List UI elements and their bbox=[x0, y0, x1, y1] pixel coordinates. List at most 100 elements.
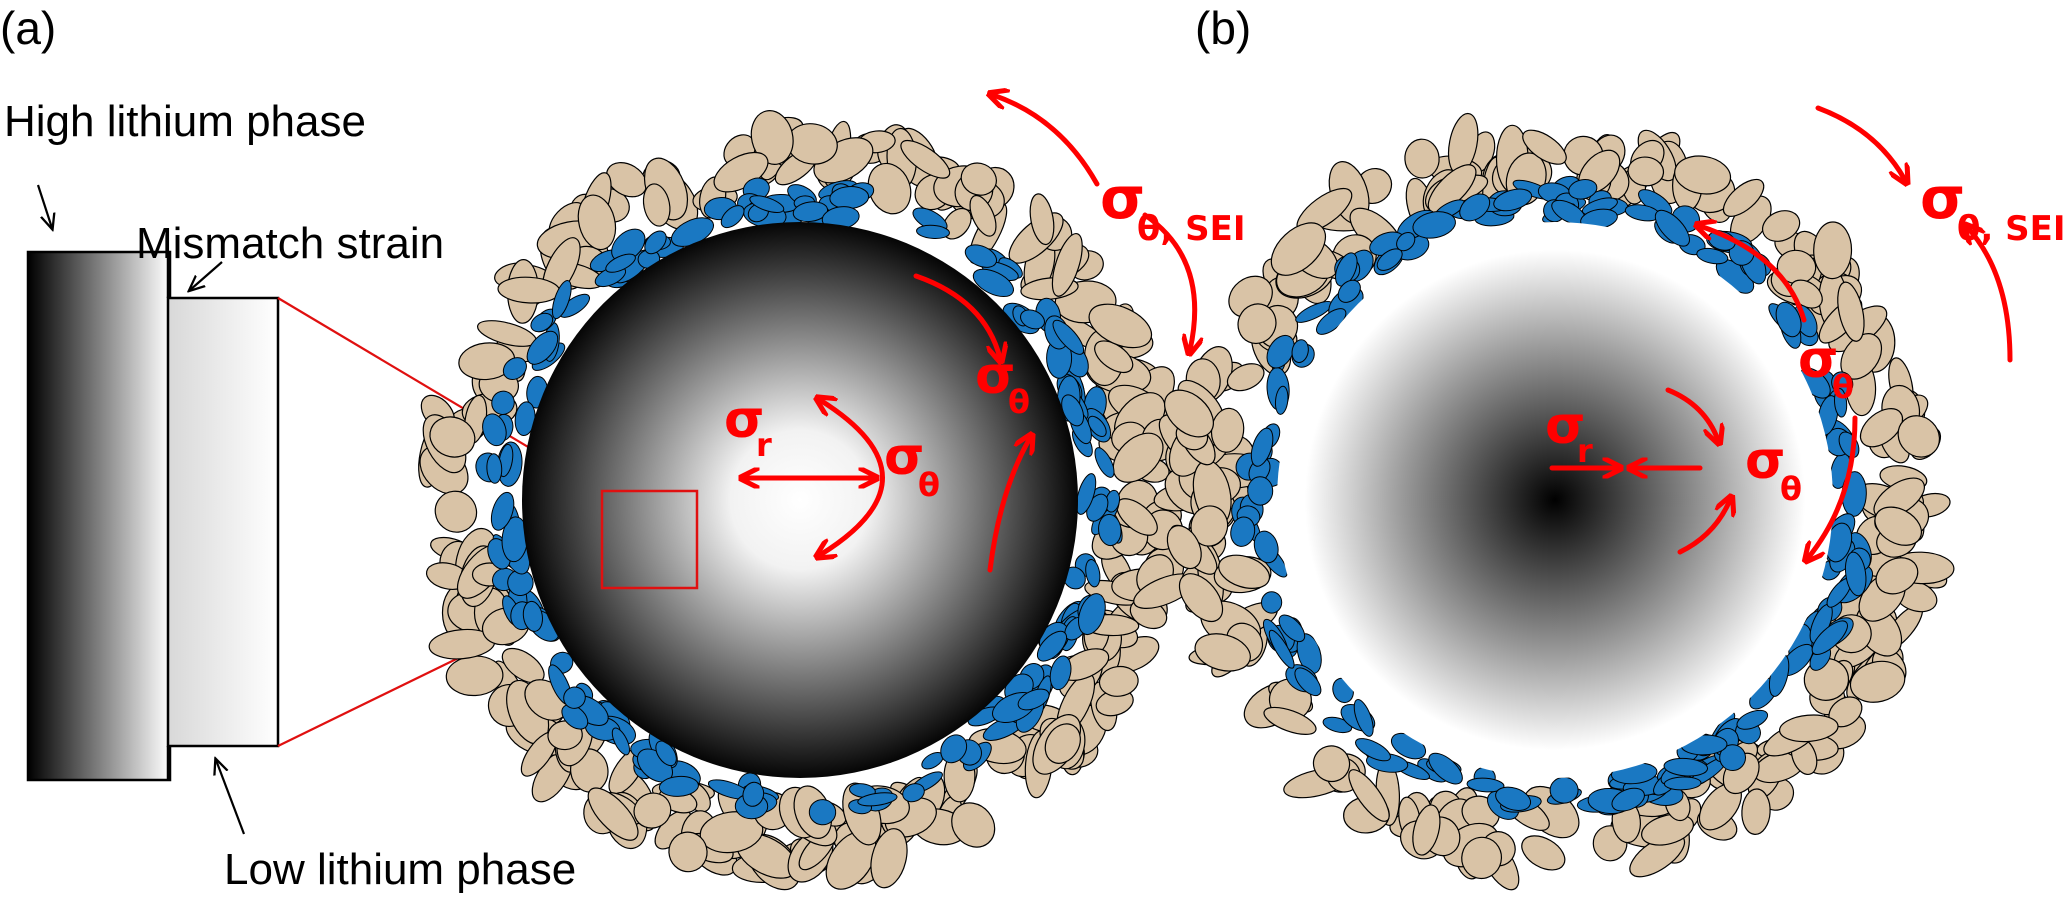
sigma-theta-label-b-surface: σ θ bbox=[1798, 330, 1854, 406]
sei-hoop-arrow-a-lower bbox=[1142, 212, 1195, 350]
hoop-arrow-b-upper bbox=[1665, 387, 1718, 440]
sei-outer-grain bbox=[960, 162, 997, 196]
sei-hoop-arrow-a-upper bbox=[993, 95, 1100, 187]
sei-inner-grain bbox=[1094, 447, 1115, 478]
sei-inner-grain bbox=[551, 280, 572, 320]
sei-inner-grain bbox=[1412, 211, 1456, 239]
sei-inner-grain bbox=[482, 413, 507, 447]
sei-inner-grain bbox=[1036, 630, 1068, 662]
sei-inner-grain bbox=[522, 600, 543, 632]
sei-inner-grain bbox=[1017, 688, 1050, 711]
sei-inner-grain bbox=[655, 740, 677, 767]
sei-inner-grain bbox=[1459, 193, 1491, 222]
sei-outer-grain bbox=[1762, 210, 1801, 242]
sei-outer-grain bbox=[1270, 222, 1327, 276]
sei-outer-grain bbox=[1029, 193, 1055, 246]
svg-text:σ: σ bbox=[1545, 396, 1586, 456]
sei-inner-grain bbox=[720, 205, 745, 229]
sei-outer-grain bbox=[1166, 525, 1202, 570]
sei-outer-grain bbox=[1641, 813, 1694, 846]
sei-inner-grain bbox=[940, 734, 968, 764]
sei-outer-grain bbox=[429, 416, 476, 458]
sei-outer-grain bbox=[1412, 804, 1441, 856]
sei-outer-grain bbox=[1522, 129, 1567, 165]
particle-core-a bbox=[522, 222, 1078, 778]
svg-text:σ: σ bbox=[1100, 164, 1145, 232]
sei-inner-grain bbox=[1049, 655, 1072, 691]
sei-inner-grain bbox=[848, 783, 876, 798]
stress-arrows-a bbox=[745, 95, 1195, 573]
sei-outer-grain bbox=[900, 139, 951, 179]
sei-inner-grain bbox=[1075, 473, 1097, 515]
phase-slab bbox=[26, 250, 280, 782]
sei-inner-grain bbox=[1355, 738, 1391, 762]
hoop-arrow-a-inner bbox=[820, 400, 885, 555]
sei-outer-grain bbox=[1722, 178, 1765, 217]
sigma-theta-label-a-surface: σ θ bbox=[975, 346, 1030, 421]
svg-text:θ: θ bbox=[1832, 368, 1854, 406]
hoop-arrow-b-surface-lower bbox=[1808, 415, 1858, 558]
sei-inner-grain bbox=[1833, 388, 1848, 418]
sei-inner-grain bbox=[1268, 629, 1295, 669]
sei-outer-grain bbox=[1461, 836, 1503, 880]
sei-inner-grain bbox=[1736, 709, 1769, 730]
particle-core-b bbox=[1277, 222, 1833, 778]
svg-text:r: r bbox=[1577, 432, 1593, 470]
svg-text:σ: σ bbox=[1920, 164, 1965, 232]
sei-inner-grain bbox=[1549, 776, 1579, 804]
sei-inner-grain bbox=[1230, 516, 1256, 547]
sei-inner-grain bbox=[1396, 232, 1416, 252]
sei-inner-grain bbox=[742, 781, 765, 807]
sei-inner-grain bbox=[1663, 776, 1702, 791]
sei-outer-grain bbox=[633, 792, 672, 829]
svg-text:σ: σ bbox=[1798, 330, 1839, 390]
sei-outer-grain bbox=[1897, 415, 1941, 458]
sei-inner-grain bbox=[1085, 559, 1101, 588]
sei-inner-grain bbox=[1078, 593, 1106, 636]
high-lithium-label: High lithium phase bbox=[4, 97, 366, 146]
sei-inner-grain bbox=[491, 390, 515, 415]
sei-outer-grain bbox=[1859, 408, 1904, 448]
sei-inner-grain bbox=[1291, 339, 1309, 363]
sei-inner-grain bbox=[1654, 209, 1690, 247]
sigma-theta-sei-label-a: σ θ, SEI bbox=[1100, 164, 1245, 249]
panel-label-b: (b) bbox=[1195, 2, 1251, 54]
high-lithium-pointer bbox=[36, 184, 52, 228]
sei-inner-grain bbox=[1466, 777, 1505, 793]
sei-outer-grain bbox=[1627, 156, 1665, 187]
sei-outer-grain bbox=[587, 787, 639, 841]
sei-layer-a bbox=[418, 110, 1197, 891]
low-lithium-pointer bbox=[216, 760, 246, 835]
sei-outer-grain bbox=[951, 802, 996, 848]
sei-inner-grain bbox=[530, 312, 554, 333]
sei-inner-grain bbox=[1611, 787, 1645, 812]
sei-outer-grain bbox=[1098, 665, 1139, 697]
sei-outer-grain bbox=[1875, 557, 1919, 595]
sei-inner-grain bbox=[1052, 319, 1085, 355]
sei-outer-grain bbox=[1194, 633, 1251, 672]
sei-outer-grain bbox=[750, 110, 794, 165]
sei-inner-grain bbox=[490, 491, 515, 531]
sei-outer-grain bbox=[969, 194, 997, 237]
sei-inner-grain bbox=[1247, 476, 1274, 506]
sei-outer-grain bbox=[1088, 303, 1153, 349]
hoop-arrow-a-upper bbox=[913, 273, 1000, 358]
sei-hoop-arrow-b-lower bbox=[1968, 228, 2013, 363]
sei-outer-grain bbox=[1263, 706, 1317, 735]
sei-outer-grain bbox=[1237, 303, 1277, 345]
hoop-arrow-b-surface-upper bbox=[1700, 226, 1807, 323]
svg-text:r: r bbox=[756, 426, 772, 464]
sei-outer-grain bbox=[1051, 232, 1083, 297]
sei-inner-grain bbox=[658, 775, 699, 797]
sei-inner-grain bbox=[1294, 667, 1322, 697]
sei-inner-grain bbox=[808, 799, 837, 826]
sei-inner-grain bbox=[526, 330, 559, 365]
sei-outer-grain bbox=[1178, 573, 1224, 623]
sei-outer-grain bbox=[1521, 835, 1566, 871]
svg-text:θ, SEI: θ, SEI bbox=[1137, 209, 1245, 249]
stress-arrows-b bbox=[1549, 105, 2013, 558]
svg-text:σ: σ bbox=[724, 390, 765, 450]
sei-inner-grain bbox=[1274, 385, 1289, 415]
sei-outer-grain bbox=[577, 194, 617, 251]
sigma-r-label-a: σ r bbox=[724, 390, 772, 464]
